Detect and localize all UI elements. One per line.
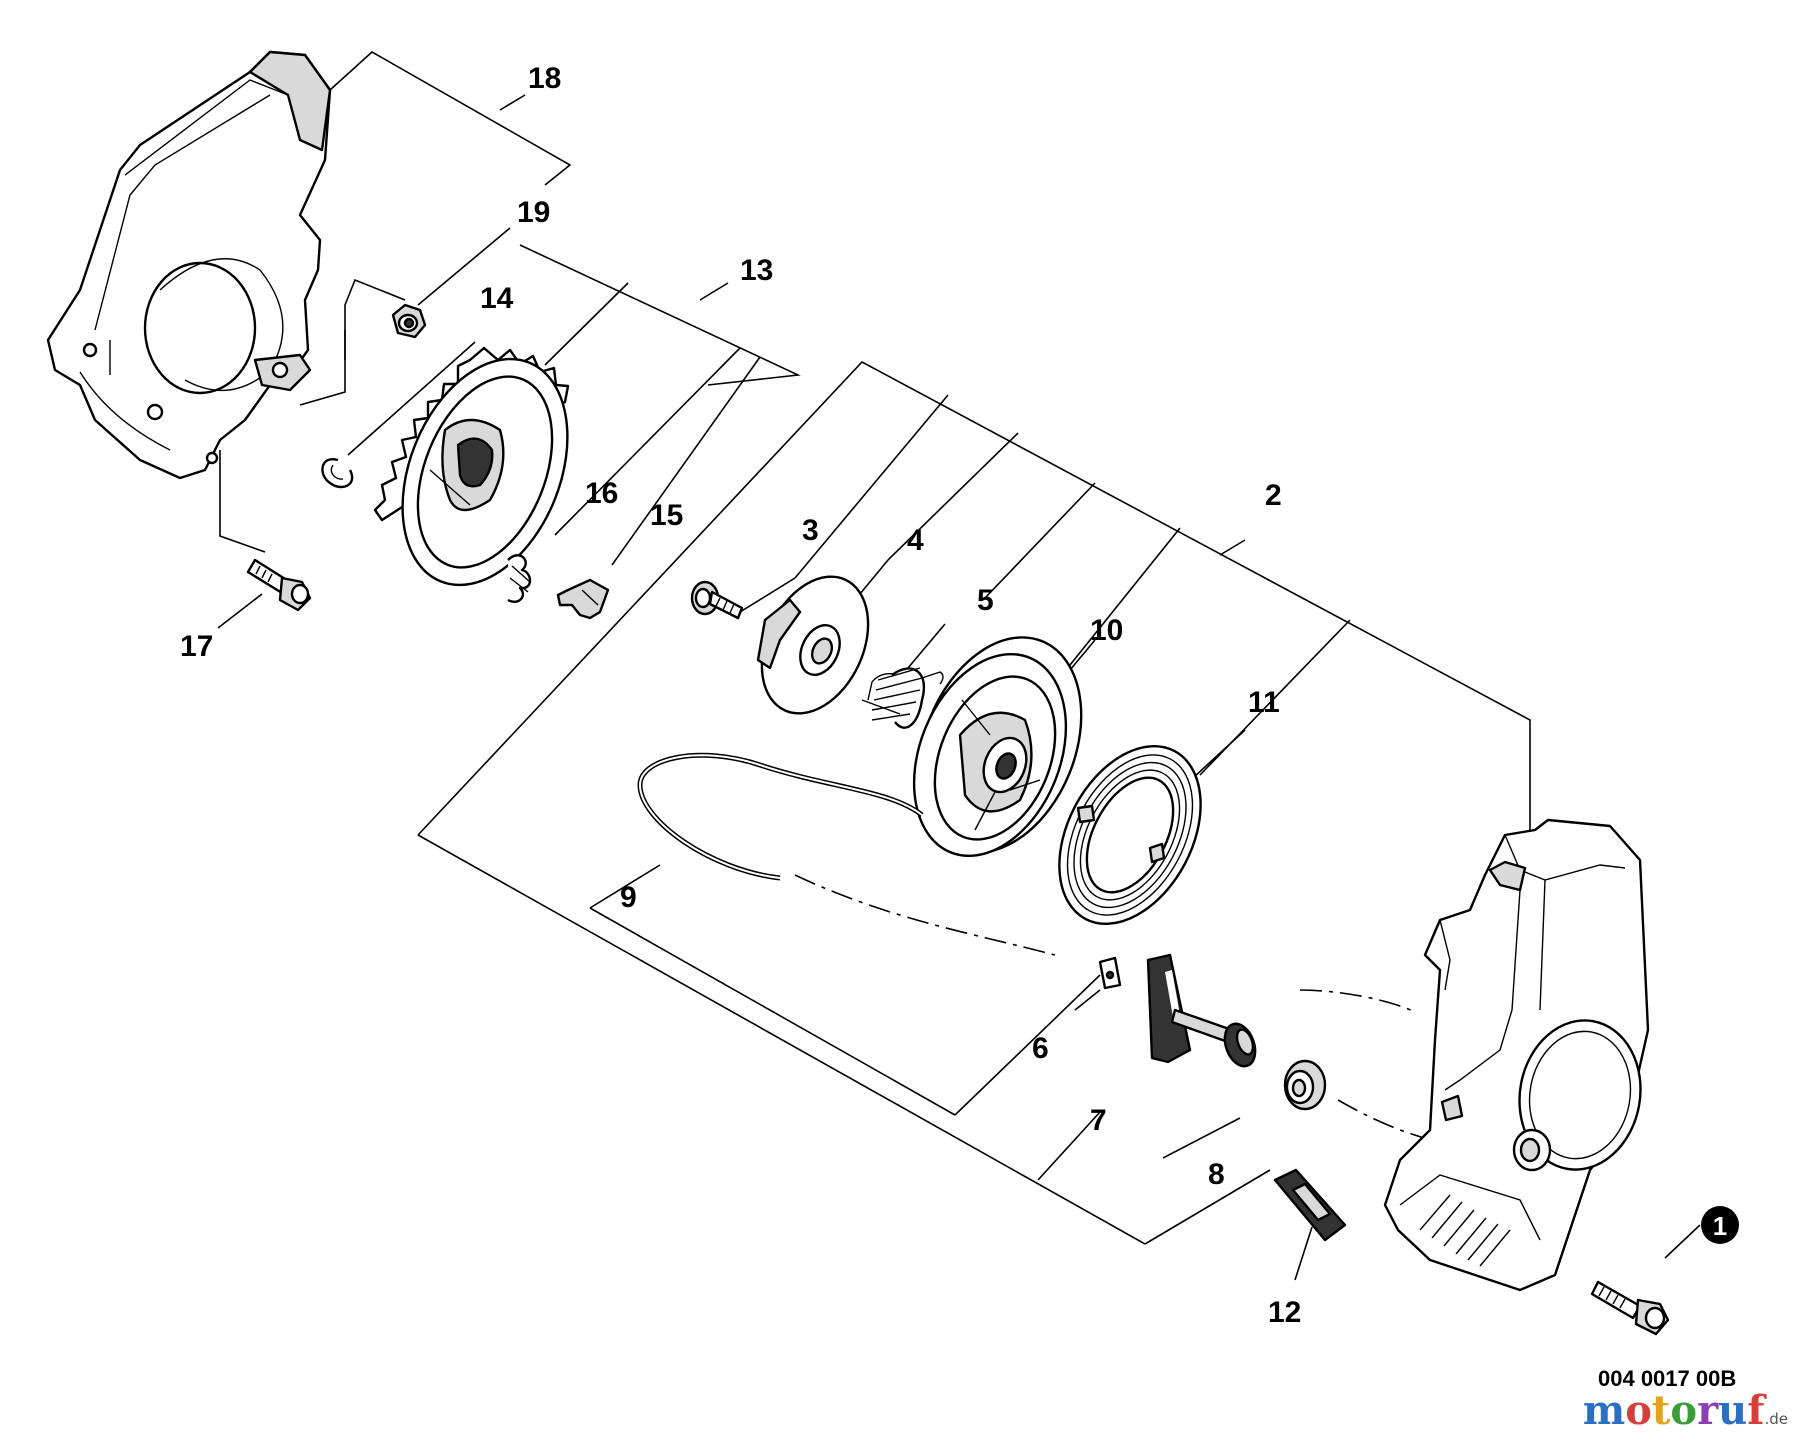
watermark-letter: m: [1582, 1387, 1626, 1434]
label-4: 4: [907, 524, 924, 557]
part-10-reel: [912, 636, 1083, 858]
label-15: 15: [650, 499, 683, 532]
label-1: 1: [1713, 1211, 1727, 1241]
watermark-text: motoruf: [1583, 1387, 1765, 1434]
label-19: 19: [517, 196, 550, 229]
part-17-bolt: [246, 558, 312, 612]
part-19-nut: [391, 303, 427, 339]
part-16-spring: [507, 554, 532, 603]
label-3: 3: [802, 514, 819, 547]
label-9: 9: [620, 881, 637, 914]
part-12-pad: [1273, 1168, 1347, 1242]
part-11-recoil-spring: [1058, 745, 1202, 925]
watermark-logo: motoruf.de: [1583, 1387, 1788, 1434]
watermark-letter: t: [1651, 1387, 1671, 1434]
watermark-letter: r: [1697, 1387, 1719, 1434]
watermark-letter: o: [1625, 1387, 1652, 1434]
reference-badge: [1701, 1206, 1739, 1244]
label-11: 11: [1248, 686, 1280, 719]
part-7-handle: [1146, 953, 1257, 1068]
part-3-screw: [690, 580, 744, 620]
watermark-suffix: .de: [1764, 1410, 1788, 1428]
part-2-starter-housing: [1383, 818, 1650, 1292]
part-4-cover: [756, 575, 870, 715]
part-18-housing: [46, 50, 332, 480]
label-17: 17: [180, 630, 213, 663]
label-12: 12: [1268, 1296, 1301, 1329]
part-1-bolt: [1590, 1206, 1739, 1336]
label-14: 14: [480, 282, 514, 315]
part-8-grommet: [1283, 1059, 1327, 1111]
part-6-plate: [1098, 956, 1122, 990]
label-16: 16: [585, 477, 618, 510]
drawing-code: 004 0017 00B: [1598, 1366, 1736, 1391]
part-labels: 18 19 14 13 16 15 17 2 3 4 5 10 11 9 6 7…: [180, 62, 1736, 1391]
watermark-letter: f: [1747, 1387, 1765, 1434]
label-10: 10: [1090, 614, 1123, 647]
part-5-spring: [861, 667, 944, 729]
label-18: 18: [528, 62, 561, 95]
label-8: 8: [1208, 1158, 1225, 1191]
part-9-rope: [637, 752, 924, 881]
label-5: 5: [977, 584, 994, 617]
label-2: 2: [1265, 479, 1282, 512]
part-14-circlip: [321, 458, 354, 489]
label-7: 7: [1090, 1104, 1107, 1137]
watermark-letter: u: [1718, 1387, 1748, 1434]
label-6: 6: [1032, 1032, 1049, 1065]
part-15-pawl: [556, 578, 610, 620]
watermark-letter: o: [1670, 1387, 1698, 1434]
label-13: 13: [740, 254, 773, 287]
part-13-pulley: [373, 346, 570, 587]
